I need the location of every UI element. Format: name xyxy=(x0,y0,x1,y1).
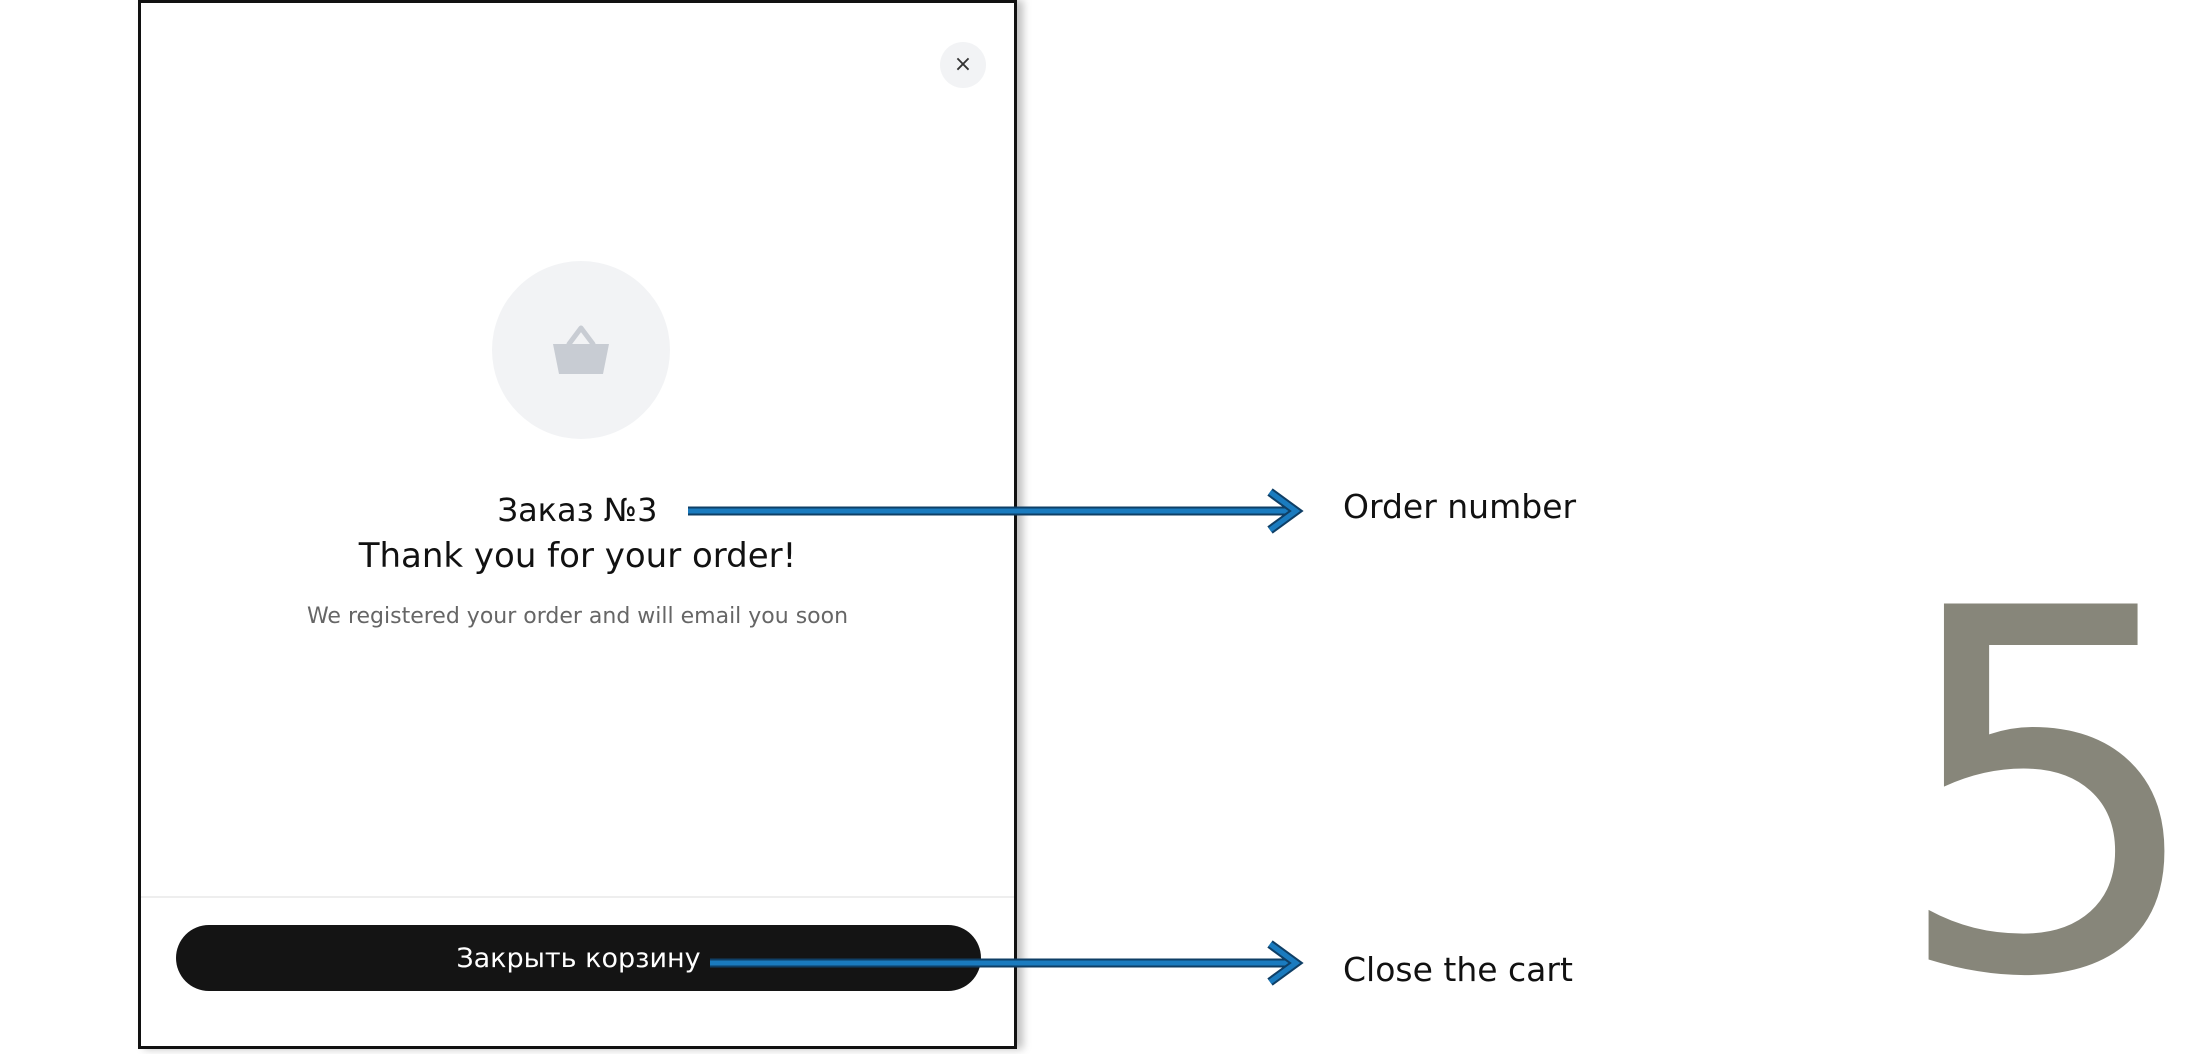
basket-icon-container xyxy=(492,261,670,439)
close-icon: × xyxy=(953,52,973,77)
cart-modal: × Заказ №3 Thank you for your order! We … xyxy=(138,0,1017,1049)
close-cart-button[interactable]: Закрыть корзину xyxy=(176,925,981,991)
basket-icon xyxy=(553,325,609,374)
thank-you-heading: Thank you for your order! xyxy=(358,536,797,576)
step-number: 5 xyxy=(1890,504,2206,1054)
footer-divider xyxy=(141,896,1014,898)
order-number: Заказ №3 xyxy=(497,491,658,529)
order-confirmation-text: We registered your order and will email … xyxy=(306,604,849,629)
close-cart-label: Закрыть корзину xyxy=(456,942,701,974)
close-cart-arrow xyxy=(710,940,1304,986)
order-number-annotation: Order number xyxy=(1343,487,1577,526)
close-modal-button[interactable]: × xyxy=(940,42,986,88)
close-cart-annotation: Close the cart xyxy=(1343,950,1573,989)
order-number-arrow xyxy=(688,488,1304,534)
